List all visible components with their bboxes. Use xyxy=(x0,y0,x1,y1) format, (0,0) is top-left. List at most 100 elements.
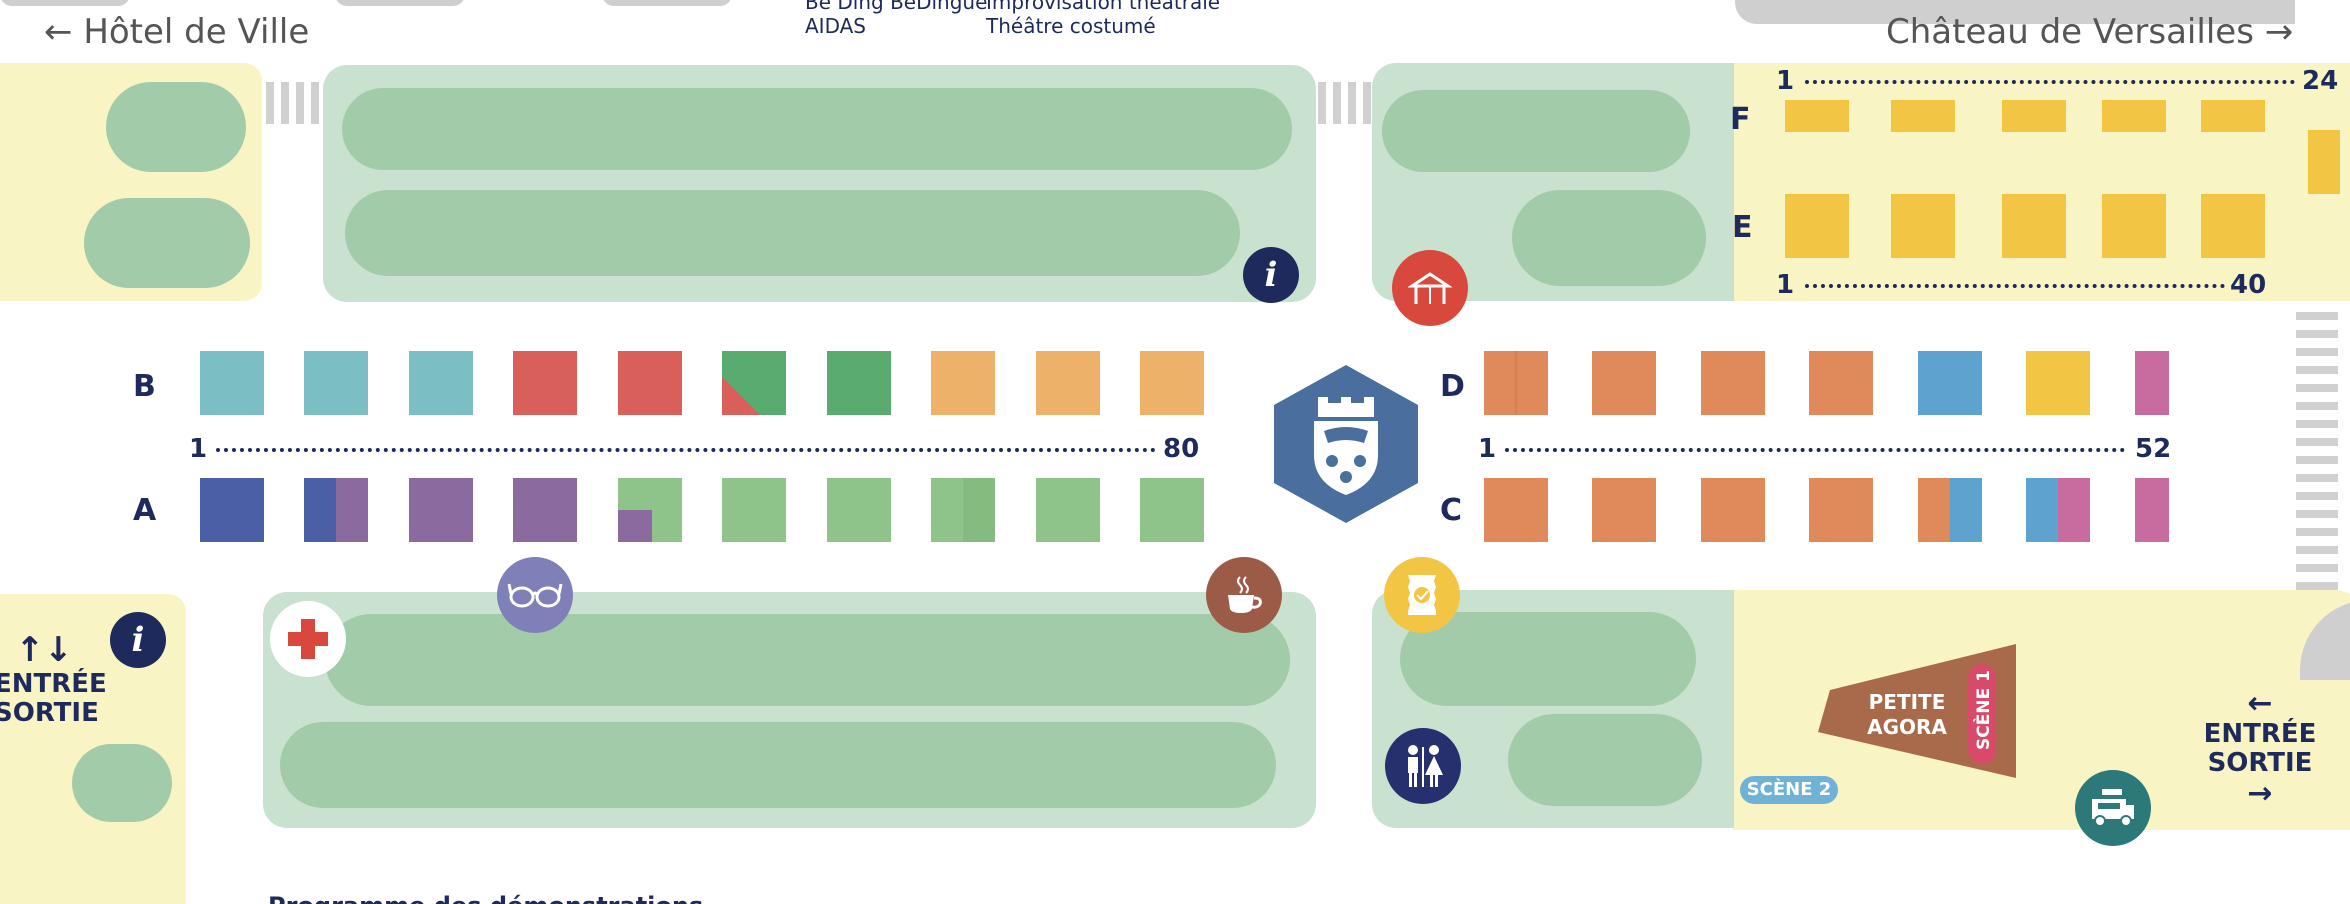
stall-row-b[interactable] xyxy=(722,351,786,415)
nav-hotel-de-ville[interactable]: ← Hôtel de Ville xyxy=(44,12,310,52)
stall-row-b[interactable] xyxy=(200,351,264,415)
stall-row-d[interactable] xyxy=(1701,351,1765,415)
crosswalk xyxy=(2296,312,2338,590)
bush xyxy=(345,190,1240,276)
row-label-b: B xyxy=(133,369,156,404)
stall-row-c[interactable] xyxy=(2135,478,2169,542)
stall-shared-segment xyxy=(618,510,652,542)
bush xyxy=(106,82,246,172)
stall-row-a[interactable] xyxy=(827,478,891,542)
row-label-e: E xyxy=(1732,210,1753,245)
first-aid-icon[interactable] xyxy=(270,601,346,677)
stall-row-f[interactable] xyxy=(2308,130,2340,194)
stall-row-d[interactable] xyxy=(2135,351,2169,415)
stall-row-c[interactable] xyxy=(1592,478,1656,542)
stall-number-ab-end: 80 xyxy=(1163,434,1200,464)
zone-ef-area xyxy=(1724,63,2350,301)
info-icon[interactable]: i xyxy=(110,612,166,668)
top-road-shape xyxy=(1735,0,2295,24)
stall-row-e[interactable] xyxy=(2102,194,2166,258)
stall-row-a[interactable] xyxy=(1140,478,1204,542)
stall-number-e-start: 1 xyxy=(1776,270,1795,300)
stall-row-b[interactable] xyxy=(618,351,682,415)
scene1-label: SCÈNE 1 xyxy=(1974,670,1994,750)
stall-row-b[interactable] xyxy=(409,351,473,415)
dotted-line-cd xyxy=(1505,448,2125,452)
row-label-a: A xyxy=(133,493,157,528)
toilets-icon[interactable] xyxy=(1385,728,1461,804)
stall-number-ab-start: 1 xyxy=(189,434,208,464)
stall-row-c[interactable] xyxy=(1701,478,1765,542)
stall-row-a[interactable] xyxy=(931,478,995,542)
stall-row-d[interactable] xyxy=(1592,351,1656,415)
snack-icon[interactable] xyxy=(1384,557,1460,633)
stall-row-f[interactable] xyxy=(2102,100,2166,132)
stall-row-b[interactable] xyxy=(931,351,995,415)
stall-row-a[interactable] xyxy=(618,478,682,542)
up-down-arrows-icon: ↑↓ xyxy=(15,630,73,670)
bush xyxy=(342,88,1292,170)
stall-row-a[interactable] xyxy=(1036,478,1100,542)
stall-row-b[interactable] xyxy=(1036,351,1100,415)
stall-row-e[interactable] xyxy=(2002,194,2066,258)
stall-row-a[interactable] xyxy=(200,478,264,542)
stall-row-a[interactable] xyxy=(722,478,786,542)
arrow-left-icon: ← xyxy=(2247,686,2273,721)
crosswalk xyxy=(266,82,319,124)
arrow-right-icon: → xyxy=(2247,776,2273,811)
stall-row-b[interactable] xyxy=(304,351,368,415)
stall-row-d[interactable] xyxy=(1484,351,1548,415)
dotted-line-f xyxy=(1805,80,2295,84)
stall-row-a[interactable] xyxy=(409,478,473,542)
info-icon[interactable]: i xyxy=(1243,247,1299,303)
stall-row-d[interactable] xyxy=(1809,351,1873,415)
stall-row-c[interactable] xyxy=(1809,478,1873,542)
stall-number-f-end: 24 xyxy=(2302,66,2339,96)
nav-chateau-de-versailles[interactable]: Château de Versailles → xyxy=(1886,12,2294,52)
stall-row-f[interactable] xyxy=(1785,100,1849,132)
stall-row-d[interactable] xyxy=(1918,351,1982,415)
scene2-label: SCÈNE 2 xyxy=(1740,776,1838,804)
coffee-icon[interactable] xyxy=(1206,557,1282,633)
stall-row-c[interactable] xyxy=(1918,478,1982,542)
tent-icon[interactable] xyxy=(1392,250,1468,326)
entrance-right[interactable]: ← ENTRÉE SORTIE → xyxy=(2200,688,2320,810)
crosswalk xyxy=(1318,82,1371,124)
stall-row-c[interactable] xyxy=(2026,478,2090,542)
stall-row-b[interactable] xyxy=(513,351,577,415)
stall-row-f[interactable] xyxy=(2002,100,2066,132)
stall-row-d[interactable] xyxy=(2026,351,2090,415)
arrow-right-icon: → xyxy=(2264,12,2294,52)
program-title: Programme des démonstrations xyxy=(268,892,703,904)
food-truck-icon[interactable] xyxy=(2075,770,2151,846)
bush xyxy=(1512,190,1706,286)
row-label-f: F xyxy=(1730,102,1751,137)
bush xyxy=(325,614,1290,706)
bush xyxy=(1508,714,1702,806)
stall-row-e[interactable] xyxy=(1785,194,1849,258)
stall-row-b[interactable] xyxy=(1140,351,1204,415)
glasses-icon[interactable] xyxy=(497,557,573,633)
stall-row-b[interactable] xyxy=(827,351,891,415)
bush xyxy=(1400,612,1696,706)
top-road-shape xyxy=(602,0,732,6)
stall-row-a[interactable] xyxy=(304,478,368,542)
stall-row-e[interactable] xyxy=(2201,194,2265,258)
row-label-c: C xyxy=(1440,493,1463,528)
stall-number-f-start: 1 xyxy=(1776,66,1795,96)
top-road-shape xyxy=(335,0,465,6)
stall-row-a[interactable] xyxy=(513,478,577,542)
stall-row-c[interactable] xyxy=(1484,478,1548,542)
petite-agora-stage xyxy=(1818,644,2016,778)
entrance-left[interactable]: ↑↓ ENTRÉE SORTIE xyxy=(0,630,107,728)
stall-number-cd-start: 1 xyxy=(1478,434,1497,464)
dotted-line-e xyxy=(1805,284,2225,288)
dotted-line-ab xyxy=(216,448,1156,452)
program-top-col1: Be Ding BeDingue AIDAS xyxy=(805,0,988,38)
stall-row-f[interactable] xyxy=(1891,100,1955,132)
stall-row-e[interactable] xyxy=(1891,194,1955,258)
stall-row-f[interactable] xyxy=(2201,100,2265,132)
bush xyxy=(84,198,250,288)
bush xyxy=(280,722,1276,808)
